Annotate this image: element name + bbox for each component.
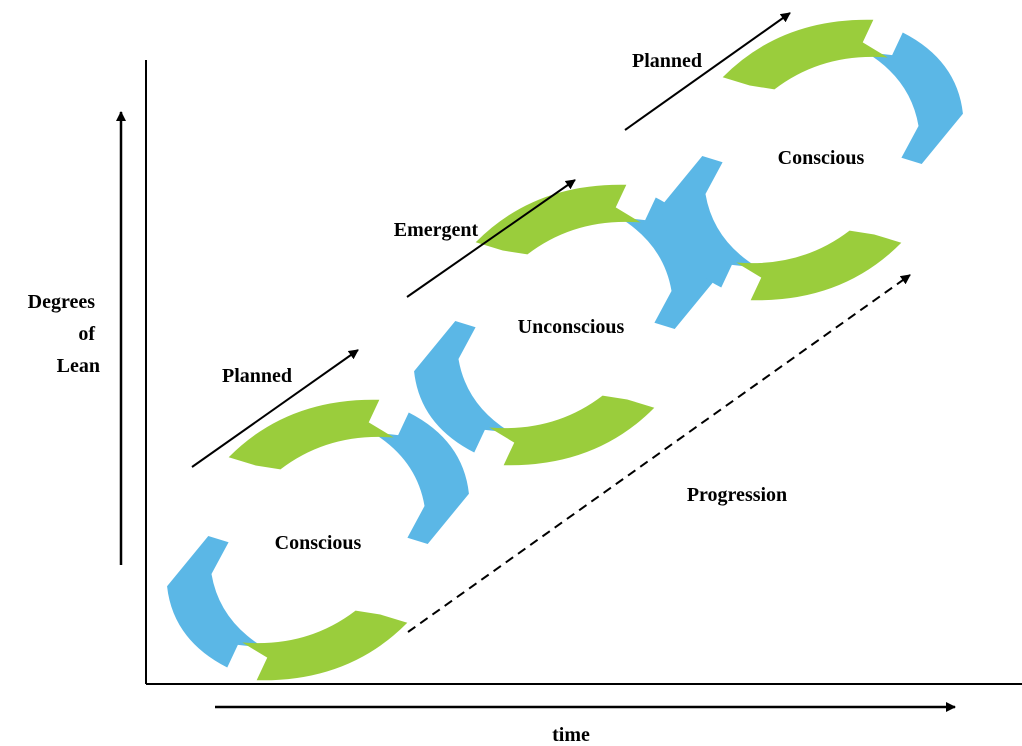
cycle-1-green-arc-top — [228, 399, 394, 470]
progression-label: Progression — [687, 484, 787, 506]
progression-arrow — [407, 274, 911, 633]
cycle-1-label: Conscious — [275, 532, 362, 554]
transition-label-2: Emergent — [394, 219, 479, 241]
cycle-2-green-arc-top — [475, 184, 641, 255]
transition-label-3: Planned — [632, 50, 702, 72]
cycle-1-blue-arc-right — [371, 412, 469, 544]
transition-arrow-2 — [406, 179, 576, 298]
transition-label-1: Planned — [222, 365, 292, 387]
cycle-3-blue-arc-left — [661, 156, 759, 288]
cycle-3-label: Conscious — [778, 147, 865, 169]
transition-arrow-1 — [191, 349, 359, 468]
y-axis-label: Degrees of Lean — [28, 291, 100, 377]
cycle-conscious-1 — [167, 399, 469, 681]
cycle-2-green-arc-bottom — [489, 395, 655, 466]
y-axis-label-line-3: Lean — [57, 355, 100, 377]
cycle-1-blue-arc-left — [167, 536, 265, 668]
cycle-unconscious-2 — [414, 184, 716, 466]
y-axis-label-line-1: Degrees — [28, 291, 96, 313]
x-axis-label: time — [552, 724, 590, 746]
y-axis-label-line-2: of — [78, 323, 95, 345]
cycle-2-blue-arc-left — [414, 321, 512, 453]
cycle-3-green-arc-bottom — [736, 230, 902, 301]
cycle-3-green-arc-top — [722, 19, 888, 90]
transition-arrow-3 — [624, 12, 791, 131]
cycle-conscious-3 — [661, 19, 963, 301]
cycle-3-blue-arc-right — [865, 32, 963, 164]
cycle-2-label: Unconscious — [518, 316, 625, 338]
cycle-1-green-arc-bottom — [242, 610, 408, 681]
